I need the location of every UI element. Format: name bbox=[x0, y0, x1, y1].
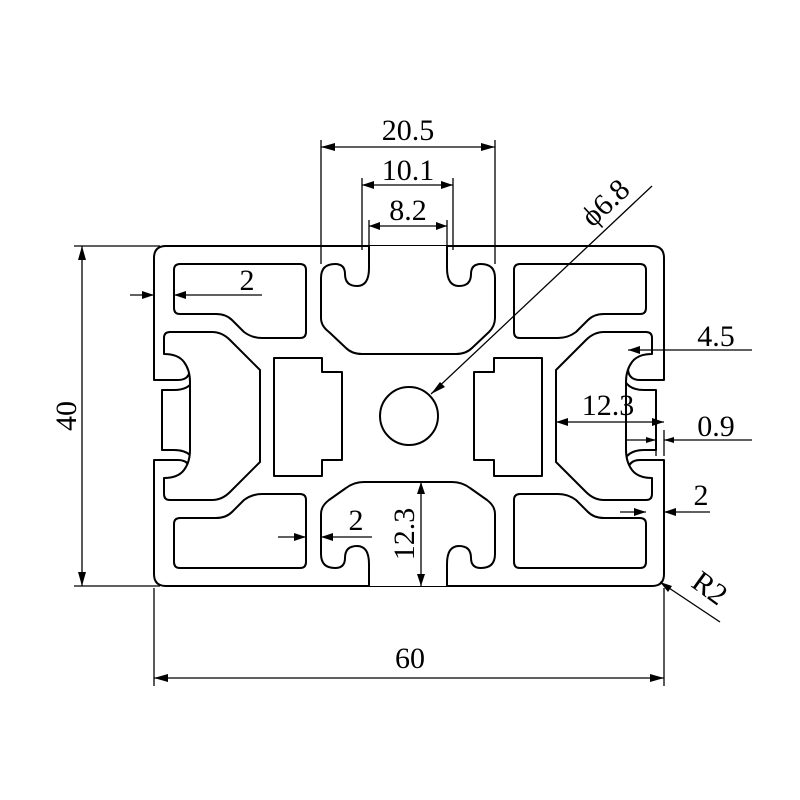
dim-web-span: 12.3 bbox=[556, 389, 664, 426]
chamber-right bbox=[555, 331, 653, 501]
dim-slot-outer-width: 20.5 bbox=[320, 114, 496, 264]
dim-lip-thickness-label: 0.9 bbox=[697, 410, 735, 443]
cavity-top-left bbox=[173, 263, 307, 339]
dim-slot-mid-width-label: 10.1 bbox=[382, 154, 435, 187]
dim-wall-right-label: 2 bbox=[694, 479, 709, 512]
dim-web-span-label: 12.3 bbox=[582, 389, 635, 422]
dim-center-hole-label: ϕ6.8 bbox=[575, 173, 636, 233]
core-pocket-left bbox=[273, 357, 343, 477]
cavity-top-right bbox=[513, 263, 647, 339]
dim-slot-mid-width: 10.1 bbox=[361, 154, 454, 250]
dim-wall-bottom-center-label: 2 bbox=[349, 504, 364, 537]
dim-corner-radius: R2 bbox=[659, 565, 734, 623]
dim-overall-width-label: 60 bbox=[395, 642, 425, 675]
dim-corner-radius-label: R2 bbox=[686, 565, 734, 612]
dim-slot-outer-width-label: 20.5 bbox=[382, 114, 435, 147]
dim-wall-left-top: 2 bbox=[130, 264, 262, 299]
dim-slot-height-bottom-label: 12.3 bbox=[388, 508, 421, 561]
cavity-bottom-left bbox=[173, 493, 307, 569]
dim-overall-height: 40 bbox=[50, 245, 160, 587]
bottom-t-slot bbox=[320, 481, 496, 586]
chamber-left bbox=[163, 331, 261, 501]
cavity-bottom-right bbox=[513, 493, 647, 569]
dim-slot-opening: 8.2 bbox=[368, 194, 448, 250]
core-pocket-right bbox=[473, 357, 543, 477]
dim-lip-thickness: 0.9 bbox=[626, 410, 752, 456]
dim-slot-depth-right: 4.5 bbox=[628, 320, 752, 354]
dim-slot-depth-right-label: 4.5 bbox=[697, 320, 735, 353]
dim-wall-left-top-label: 2 bbox=[240, 264, 255, 297]
dim-slot-opening-label: 8.2 bbox=[389, 194, 427, 227]
dim-slot-height-bottom: 12.3 bbox=[388, 481, 425, 586]
dim-overall-width: 60 bbox=[153, 588, 665, 686]
dim-wall-bottom-center: 2 bbox=[278, 504, 372, 541]
dim-wall-right: 2 bbox=[620, 479, 710, 516]
dim-overall-height-label: 40 bbox=[50, 401, 83, 431]
top-t-slot bbox=[320, 246, 496, 355]
center-hole bbox=[379, 386, 439, 446]
